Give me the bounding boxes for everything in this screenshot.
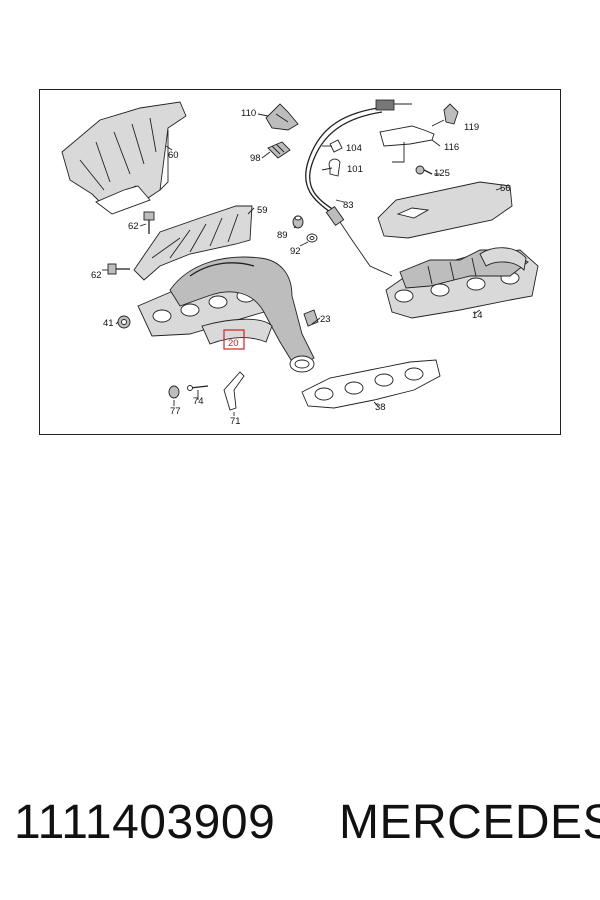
callout-60: 60 <box>168 150 179 161</box>
callout-41: 41 <box>103 318 114 329</box>
callout-71: 71 <box>230 416 241 427</box>
o2-sensor-83 <box>305 99 412 277</box>
brand-name: MERCEDES <box>339 796 600 849</box>
callout-74: 74 <box>193 396 204 407</box>
callout-62-upper: 62 <box>128 221 139 232</box>
heat-shield-60 <box>61 101 187 215</box>
sensor-bracket-116 <box>379 125 435 163</box>
stud-74 <box>187 385 209 391</box>
callout-110: 110 <box>241 108 256 119</box>
nut-92 <box>306 233 318 243</box>
callout-98: 98 <box>250 153 261 164</box>
callout-38: 38 <box>375 402 386 413</box>
callout-59: 59 <box>257 205 268 216</box>
callout-62-lower: 62 <box>91 270 102 281</box>
callout-labels: 110 104 101 119 116 125 98 60 83 56 62 5… <box>91 108 511 427</box>
callout-119: 119 <box>464 122 479 133</box>
callout-104: 104 <box>346 143 362 154</box>
part-number: 1111403909 <box>14 796 276 849</box>
clip-119 <box>443 103 459 125</box>
bolt-62-lower <box>107 263 130 275</box>
callout-89: 89 <box>277 230 288 241</box>
cover-plate-56 <box>377 181 513 239</box>
exhaust-manifold-right <box>385 247 539 319</box>
callout-125: 125 <box>434 168 450 179</box>
nut-77 <box>168 385 180 399</box>
callout-83: 83 <box>343 200 354 211</box>
callout-56: 56 <box>500 183 511 194</box>
bracket-110 <box>265 103 299 131</box>
callout-77: 77 <box>170 406 181 417</box>
callout-14: 14 <box>472 310 483 321</box>
nut-41 <box>117 315 131 329</box>
parts-diagram: 110 104 101 119 116 125 98 60 83 56 62 5… <box>39 89 561 435</box>
clamp-98 <box>267 141 291 159</box>
clip-101 <box>328 158 341 177</box>
bracket-71 <box>223 371 245 411</box>
footer: 1111403909 MERCEDES <box>0 795 600 865</box>
clip-23 <box>303 309 319 327</box>
clip-104 <box>329 139 343 153</box>
callout-20-highlight-box <box>223 329 245 350</box>
bolt-125 <box>415 165 433 175</box>
exhaust-manifold-left <box>137 256 315 373</box>
callout-101: 101 <box>347 164 363 175</box>
nut-89 <box>292 215 304 229</box>
callout-23: 23 <box>320 314 331 325</box>
callout-92: 92 <box>290 246 301 257</box>
leader-lines <box>102 113 503 416</box>
callout-20-highlighted: 20 <box>228 338 239 349</box>
bolt-62-upper <box>143 211 155 234</box>
exhaust-manifold-diagram: 110 104 101 119 116 125 98 60 83 56 62 5… <box>61 99 539 427</box>
heat-shield-59 <box>133 205 253 281</box>
gasket-38 <box>301 359 441 409</box>
callout-116: 116 <box>444 142 459 153</box>
